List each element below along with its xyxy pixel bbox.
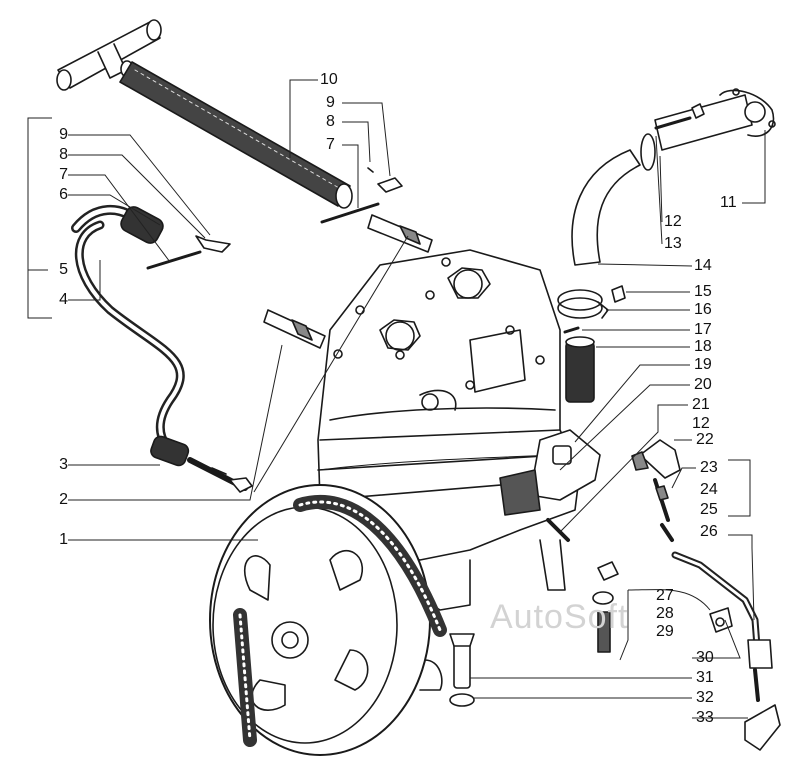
callout-24: 24 [700, 481, 718, 498]
callout-14: 14 [694, 257, 712, 274]
bolts-nuts [449, 518, 619, 707]
callout-7-top: 7 [326, 136, 335, 153]
side-fitting [263, 309, 326, 349]
upper-fitting [367, 214, 433, 253]
intake-hose [119, 61, 353, 209]
callout-8-top: 8 [326, 113, 335, 130]
callout-12-mid: 12 [692, 415, 710, 432]
hose-clamp-top [320, 167, 403, 224]
callout-26: 26 [700, 523, 718, 540]
outlet-elbow [571, 88, 776, 266]
callout-27: 27 [656, 587, 674, 604]
callout-18: 18 [694, 338, 712, 355]
callout-5: 5 [59, 261, 68, 278]
callout-30: 30 [696, 649, 714, 666]
air-hose [71, 205, 253, 493]
callout-11: 11 [720, 194, 737, 211]
watermark: AutoSoft [490, 598, 629, 636]
callout-20: 20 [694, 376, 712, 393]
callout-2: 2 [59, 491, 68, 508]
callout-29: 29 [656, 623, 674, 640]
leader-lines [27, 79, 766, 719]
callout-9-left: 9 [59, 126, 68, 143]
pulley [209, 484, 431, 756]
callout-10: 10 [320, 71, 338, 88]
callout-16: 16 [694, 301, 712, 318]
fitting-right [631, 439, 781, 751]
callout-22: 22 [696, 431, 714, 448]
callout-13: 13 [664, 235, 682, 252]
callout-28: 28 [656, 605, 674, 622]
drive-belt [233, 494, 447, 747]
callout-31: 31 [696, 669, 714, 686]
callout-7-left: 7 [59, 166, 68, 183]
callout-4: 4 [59, 291, 68, 308]
callout-1: 1 [59, 531, 68, 548]
callout-21: 21 [692, 396, 710, 413]
callout-19: 19 [694, 356, 712, 373]
callout-12-top: 12 [664, 213, 682, 230]
clamp-sleeve [557, 285, 626, 403]
callout-6: 6 [59, 186, 68, 203]
callout-32: 32 [696, 689, 714, 706]
callout-23: 23 [700, 459, 718, 476]
callout-9-top: 9 [326, 94, 335, 111]
callout-3: 3 [59, 456, 68, 473]
callout-17: 17 [694, 321, 712, 338]
callout-8-left: 8 [59, 146, 68, 163]
callout-15: 15 [694, 283, 712, 300]
callout-25: 25 [700, 501, 718, 518]
callout-33: 33 [696, 709, 714, 726]
